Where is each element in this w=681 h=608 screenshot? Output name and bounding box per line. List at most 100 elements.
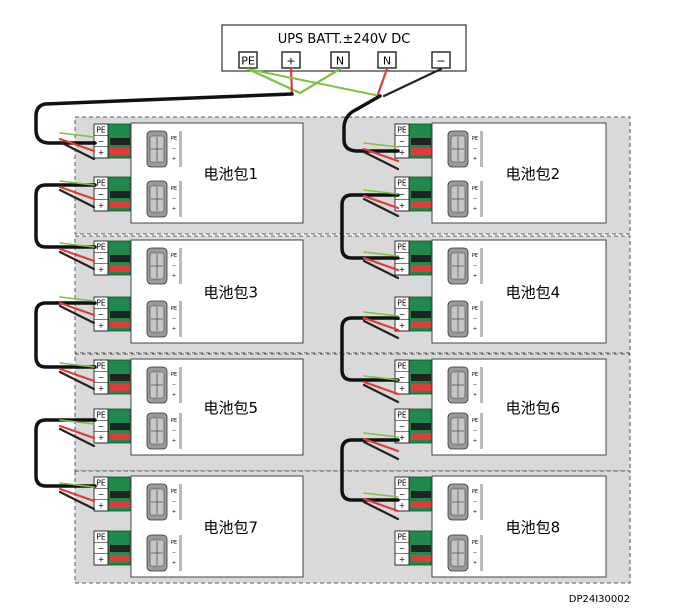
pe-jumper [363,375,399,381]
pe-jumper [59,132,95,138]
black-conductor [411,423,431,430]
connector-plug: PE−+ [394,359,432,395]
dc-socket: PE−+ [146,180,182,218]
pos-wire [289,67,294,96]
socket-mark-0: PE [171,418,177,424]
red-jumper [362,147,400,163]
connector-plug: PE−+ [394,476,432,512]
black-conductor [411,191,431,198]
dc-socket: PE−+ [146,366,182,404]
dc-socket: PE−+ [447,483,483,521]
red-conductor [411,201,431,208]
pin-label-0: PE [397,126,407,135]
red-conductor [411,501,431,508]
pe-wire-2 [247,68,381,97]
pin-label-0: PE [96,362,106,371]
pack-label: 电池包5 [203,399,258,417]
wire-layer [34,67,443,521]
pack-label: 电池包6 [506,399,561,417]
pin-label-2: + [399,555,405,564]
black-conductor [110,311,130,318]
pin-label-0: PE [397,243,407,252]
battery-pack-4: PE−+PE−+PE−+PE−+电池包4 [394,239,607,344]
battery-pack-2: PE−+PE−+PE−+PE−+电池包2 [394,122,607,224]
pin-label-1: − [98,422,104,431]
pin-label-2: + [98,148,104,157]
black-jumper [362,319,400,340]
left-chain-2 [34,418,97,488]
label-strip [179,535,182,571]
black-conductor [110,374,130,381]
black-jumper [58,140,96,161]
terminal-4: − [431,51,451,69]
left-chain-1 [34,301,97,369]
pin-label-1: − [98,373,104,382]
pe-jumper [59,180,95,186]
red-conductor [110,265,130,272]
dc-socket: PE−+ [447,300,483,338]
pack-label: 电池包1 [203,165,258,183]
pin-label-1: − [399,422,405,431]
pin-label-1: − [98,490,104,499]
black-conductor [411,311,431,318]
socket-mark-1: − [172,196,176,202]
connector-plug: PE−+ [394,296,432,332]
pin-label-2: + [98,501,104,510]
neg-wire [382,67,443,98]
red-conductor [411,265,431,272]
pe-jumper [363,142,399,148]
terminal-label: + [286,55,295,68]
module-layer: PE−+PE−+PE−+PE−+电池包1PE−+PE−+PE−+PE−+电池包2… [93,122,607,578]
left-chain-0 [34,183,97,249]
pin-label-0: PE [96,243,106,252]
socket-mark-0: PE [171,306,177,312]
label-strip [480,367,483,403]
red-conductor [411,148,431,155]
socket-mark-2: + [172,560,176,566]
pos-wire-2 [376,67,389,96]
black-conductor [411,545,431,552]
battery-pack-3: PE−+PE−+PE−+PE−+电池包3 [93,239,304,344]
pin-label-2: + [399,433,405,442]
socket-mark-1: − [473,196,477,202]
pe-jumper [59,296,95,302]
pin-label-2: + [399,501,405,510]
red-jumper [58,301,96,317]
socket-mark-1: − [473,550,477,556]
label-strip [179,181,182,217]
pin-label-2: + [399,321,405,330]
black-conductor [110,138,130,145]
black-jumper [58,250,96,271]
socket-mark-0: PE [171,489,177,495]
socket-mark-2: + [473,326,477,332]
pin-label-1: − [399,373,405,382]
pin-label-0: PE [397,411,407,420]
connector-plug: PE−+ [394,240,432,276]
battery-pack-7: PE−+PE−+PE−+PE−+电池包7 [93,475,304,578]
black-conductor [110,491,130,498]
label-strip [179,484,182,520]
pin-label-0: PE [397,479,407,488]
red-jumper [58,185,96,201]
connector-plug: PE−+ [93,359,131,395]
socket-mark-2: + [473,560,477,566]
red-jumper [362,316,400,332]
red-jumper [362,256,400,272]
socket-mark-0: PE [472,540,478,546]
socket-mark-2: + [172,326,176,332]
right-chain-2 [340,438,400,502]
connector-plug: PE−+ [93,408,131,444]
red-conductor [110,201,130,208]
dc-socket: PE−+ [447,180,483,218]
label-strip [179,248,182,284]
pin-label-0: PE [96,479,106,488]
right-chain-0 [340,193,400,260]
pin-label-2: + [98,433,104,442]
socket-mark-0: PE [472,372,478,378]
black-jumper [58,490,96,511]
socket-mark-0: PE [472,489,478,495]
dc-socket: PE−+ [146,247,182,285]
pin-label-1: − [399,254,405,263]
socket-mark-2: + [473,438,477,444]
socket-mark-1: − [172,316,176,322]
